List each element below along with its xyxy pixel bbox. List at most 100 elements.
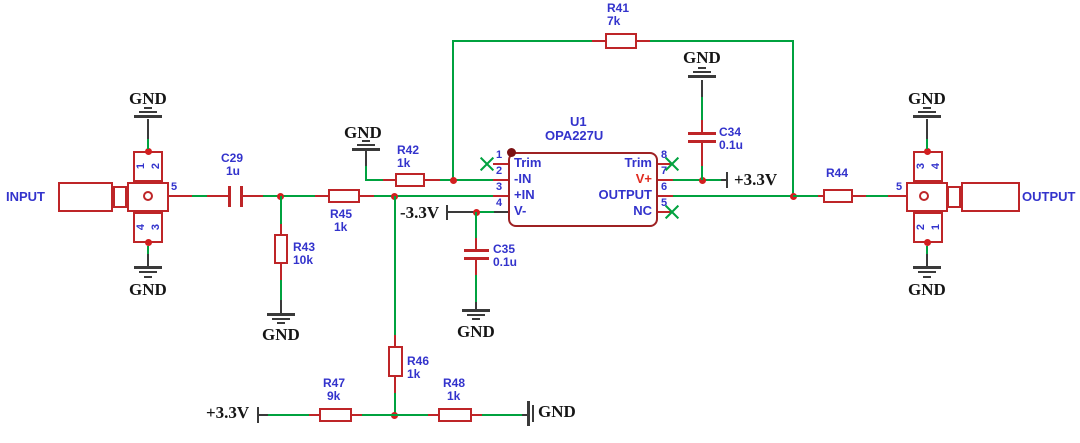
pin-stub: [280, 264, 282, 280]
gnd-symbol: [144, 276, 152, 278]
wire-segment: [268, 414, 309, 416]
input-connector-barrel[interactable]: [58, 182, 113, 212]
resistor-r46-ref: R46: [407, 354, 430, 368]
resistor-r43-body[interactable]: [274, 234, 288, 264]
resistor-r48-body[interactable]: [438, 408, 472, 422]
gnd-symbol: [698, 67, 706, 69]
pin-stub: [280, 224, 282, 234]
resistor-r41-ref: R41: [607, 1, 630, 15]
pin-number: 4: [135, 223, 147, 231]
pin-stub: [360, 195, 374, 197]
vneg-port-label[interactable]: -3.3V: [400, 203, 440, 222]
junction-dot: [145, 148, 152, 155]
wire-segment: [362, 414, 428, 416]
gnd-label: GND: [683, 48, 721, 67]
output-connector-barrel[interactable]: [961, 182, 1020, 212]
cap-plate: [228, 186, 231, 207]
wire-segment: [365, 166, 367, 181]
pin-number: 6: [661, 181, 668, 193]
resistor-r45-body[interactable]: [328, 189, 360, 203]
pin-stub: [818, 195, 823, 197]
resistor-r42-body[interactable]: [395, 173, 425, 187]
gnd-symbol: [267, 313, 295, 316]
resistor-r43-ref: R43: [293, 240, 316, 254]
gnd-symbol: [272, 318, 290, 320]
junction-dot: [145, 239, 152, 246]
gnd-stem: [280, 300, 282, 313]
pin-name-trim-right: Trim: [624, 155, 652, 170]
pin-stub: [472, 414, 482, 416]
wire-segment: [440, 179, 493, 181]
gnd-stem: [926, 119, 928, 139]
resistor-r47-ref: R47: [323, 376, 346, 390]
pin-number: 1: [135, 162, 147, 170]
pin-stub: [315, 195, 328, 197]
gnd-symbol: [139, 111, 157, 113]
gnd-symbol: [688, 75, 716, 78]
output-connector-shield-bottom[interactable]: [913, 212, 943, 243]
capacitor-c29-ref: C29: [221, 151, 244, 165]
output-connector-neck[interactable]: [947, 186, 961, 208]
gnd-symbol: [139, 271, 157, 273]
gnd-symbol: [144, 107, 152, 109]
capacitor-c35-value: 0.1u: [493, 255, 518, 269]
junction-dot: [699, 177, 706, 184]
pin-name-inverting-input: -IN: [514, 171, 532, 186]
vpos-port-label[interactable]: +3.3V: [734, 170, 778, 189]
resistor-r41-body[interactable]: [605, 33, 637, 49]
resistor-r43-value: 10k: [293, 253, 314, 267]
junction-dot: [924, 239, 931, 246]
pin-number: 8: [661, 149, 668, 161]
pin-stub: [658, 163, 673, 165]
pin-number: 7: [661, 165, 668, 177]
pin-stub: [592, 40, 605, 42]
resistor-r44-body[interactable]: [823, 189, 853, 203]
wire-segment: [365, 179, 383, 181]
gnd-symbol: [472, 318, 480, 320]
pin-stub: [475, 238, 477, 249]
pin-stub: [352, 414, 362, 416]
pin-number: 2: [915, 223, 927, 231]
resistor-r45-value: 1k: [334, 220, 348, 234]
pin-number: 2: [496, 165, 503, 177]
pin-name-nc: NC: [633, 203, 652, 218]
wire-segment: [453, 40, 592, 42]
capacitor-c35-ref: C35: [493, 242, 516, 256]
input-port-label: INPUT: [6, 189, 45, 204]
wire-segment: [475, 212, 477, 238]
input-connector-neck[interactable]: [113, 186, 127, 208]
input-connector-shield-bottom[interactable]: [133, 212, 163, 243]
wire-segment: [280, 280, 282, 300]
vpos-port-label[interactable]: +3.3V: [206, 403, 250, 422]
pin-stub: [493, 195, 508, 197]
pin-number: 5: [896, 181, 903, 193]
gnd-stem: [926, 254, 928, 266]
wire-segment: [673, 195, 793, 197]
gnd-symbol: [693, 71, 711, 73]
gnd-stem: [701, 80, 703, 97]
gnd-stem: [475, 302, 477, 309]
pin-name-vminus: V-: [514, 203, 527, 218]
pin-stub: [243, 195, 263, 197]
capacitor-c29-value: 1u: [226, 164, 241, 178]
wire-segment: [263, 195, 315, 197]
resistor-r47-body[interactable]: [319, 408, 352, 422]
pin-stub: [658, 179, 673, 181]
opamp-u1-body[interactable]: [508, 152, 658, 227]
cap-plate: [240, 186, 243, 207]
input-center-pin: [143, 191, 153, 201]
opamp-u1-part: OPA227U: [545, 128, 604, 143]
capacitor-c34-value: 0.1u: [719, 138, 744, 152]
gnd-stem: [147, 254, 149, 266]
no-connect-x-icon: [479, 156, 495, 172]
gnd-symbol: [913, 115, 941, 118]
wire-segment: [475, 275, 477, 302]
gnd-port-label[interactable]: GND: [538, 402, 576, 421]
pin-number: 3: [150, 223, 162, 231]
gnd-label: GND: [908, 89, 946, 108]
pin-stub: [394, 377, 396, 393]
resistor-r46-body[interactable]: [388, 346, 403, 377]
resistor-r47-value: 9k: [327, 389, 341, 403]
resistor-r44-ref: R44: [826, 166, 849, 180]
wire-segment: [926, 246, 928, 254]
